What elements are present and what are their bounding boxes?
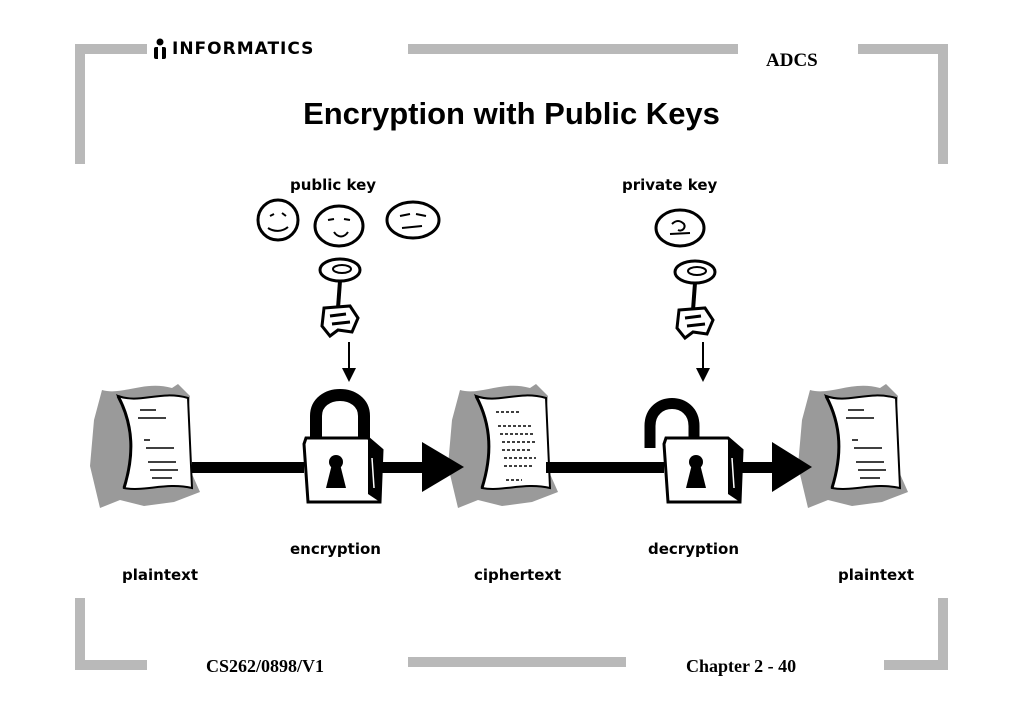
course-tag: ADCS [766,50,818,71]
face-icon [313,204,365,248]
frame-right-top-vbar [938,44,948,164]
private-key-icon [673,259,717,340]
frame-right-bottom-vbar [938,598,948,670]
plaintext-output-label: plaintext [838,566,915,584]
frame-top-right-bar [858,44,948,54]
frame-left-bottom-vbar [75,598,85,670]
open-lock-icon [644,398,744,504]
plaintext-label: plaintext [122,566,199,584]
face-icon [654,208,706,248]
page-number: Chapter 2 - 40 [686,656,797,676]
frame-top-mid-bar [408,44,738,54]
plaintext-document-icon [88,382,202,510]
public-key-label: public key [290,176,377,194]
frame-bottom-right-bar [884,660,948,670]
key-down-arrow [342,342,356,382]
closed-lock-icon [302,389,384,504]
flow-arrow [738,442,812,492]
course-code: CS262/0898/V1 [206,656,325,676]
encryption-label: encryption [290,540,381,558]
decryption-label: decryption [648,540,740,558]
flow-arrow [192,462,304,473]
ciphertext-label: ciphertext [474,566,562,584]
flow-arrow [382,442,464,492]
slide-title: Encryption with Public Keys [303,96,720,131]
ciphertext-document-icon [446,382,560,510]
private-key-label: private key [622,176,718,194]
frame-left-top-vbar [75,44,85,164]
frame-bottom-mid-bar [408,657,626,667]
public-key-icon [318,257,362,338]
face-icon [385,200,441,240]
logo-text: INFORMATICS [172,39,315,59]
face-icon [256,198,300,242]
frame-top-left-bar [75,44,147,54]
plaintext-output-document-icon [796,382,910,510]
informatics-logo: INFORMATICS [152,38,314,60]
key-down-arrow [696,342,710,382]
informatics-i-icon [154,38,166,59]
frame-bottom-left-bar [75,660,147,670]
flow-arrow [546,462,664,473]
